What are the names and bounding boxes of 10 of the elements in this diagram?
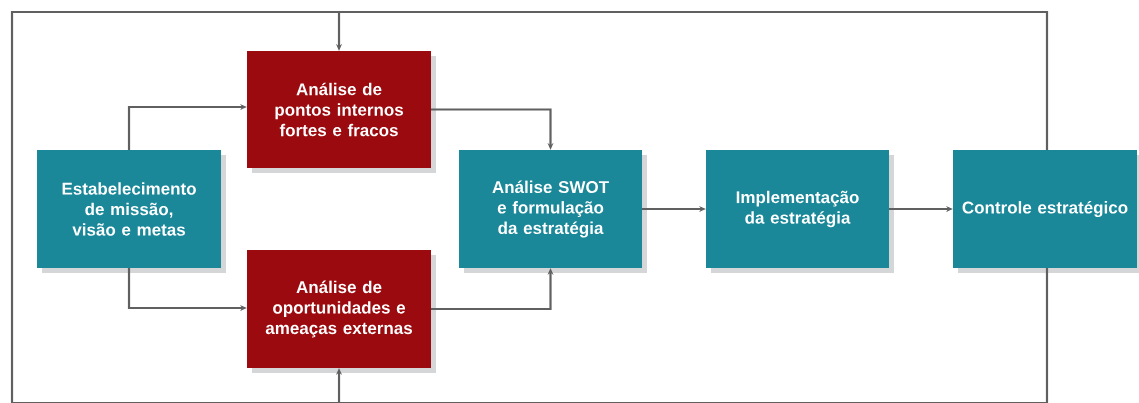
process-box: Análise de oportunidades e ameaças externas <box>247 250 436 373</box>
process-box: Implementação da estratégia <box>706 150 894 273</box>
arrow <box>127 103 247 150</box>
process-box: Controle estratégico <box>953 150 1139 273</box>
process-box: Análise SWOT e formulação da estratégia <box>459 150 647 273</box>
process-box: Estabelecimento de missão, visão e metas <box>37 150 226 273</box>
arrow <box>431 108 554 150</box>
process-box: Análise de pontos internos fortes e fracos <box>247 51 436 173</box>
feedback-line <box>10 10 341 403</box>
arrow <box>335 268 1049 403</box>
